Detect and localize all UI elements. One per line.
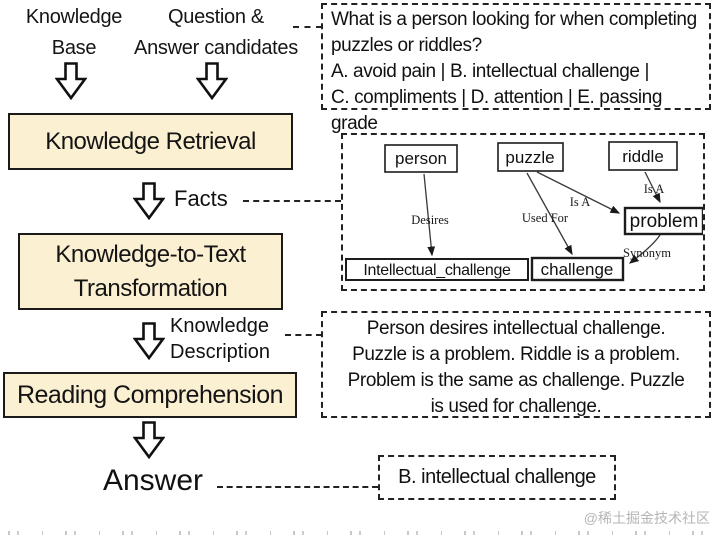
answer-label: Answer bbox=[102, 464, 204, 497]
stage-knowledge-to-text: Knowledge-to-Text Transformation bbox=[18, 233, 283, 310]
question-line: puzzles or riddles? bbox=[331, 35, 482, 56]
graph-node-puzzle: puzzle bbox=[497, 142, 564, 172]
question-box: What is a person looking for when comple… bbox=[321, 3, 711, 134]
edge-label-synonym: Synonym bbox=[623, 246, 671, 260]
knowledge-description-label: Knowledge Description bbox=[170, 313, 270, 365]
question-line: C. compliments | D. attention | E. passi… bbox=[331, 87, 662, 134]
graph-node-person: person bbox=[384, 144, 458, 173]
down-arrow-icon bbox=[55, 62, 87, 100]
knowledge-graph-box: Desires Used For Is A Is A Synonym perso… bbox=[341, 133, 705, 291]
connector-facts bbox=[243, 200, 341, 202]
graph-node-problem: problem bbox=[623, 206, 703, 236]
cropped-caption-fragment bbox=[8, 531, 704, 535]
knowledge-description-line: Knowledge bbox=[170, 315, 269, 337]
graph-node-label: riddle bbox=[622, 147, 664, 166]
description-line: Puzzle is a problem. Riddle is a problem… bbox=[352, 344, 680, 365]
edge-label-desires: Desires bbox=[411, 213, 449, 227]
input-label-question-answer: Question & Answer candidates bbox=[128, 2, 304, 64]
knowledge-graph: Desires Used For Is A Is A Synonym perso… bbox=[345, 141, 703, 282]
down-arrow-icon bbox=[133, 322, 165, 360]
edge-label-isa-puzzle: Is A bbox=[570, 195, 591, 209]
knowledge-description-line: Description bbox=[170, 341, 271, 363]
connector-knowledge-description bbox=[285, 334, 322, 336]
answer-box: B. intellectual challenge bbox=[378, 455, 616, 500]
answer-text: B. intellectual challenge bbox=[398, 466, 596, 488]
graph-node-intellectual-challenge: Intellectual_challenge bbox=[345, 258, 529, 281]
watermark: @稀土掘金技术社区 bbox=[583, 510, 710, 526]
stage-knowledge-retrieval: Knowledge Retrieval bbox=[8, 113, 293, 170]
knowledge-description-box: Person desires intellectual challenge. P… bbox=[321, 311, 711, 418]
description-line: Person desires intellectual challenge. bbox=[366, 318, 666, 339]
graph-node-label: challenge bbox=[541, 260, 614, 279]
edge-used-for bbox=[526, 172, 573, 256]
edge-isa-riddle bbox=[644, 171, 661, 204]
edge-isa-puzzle bbox=[536, 171, 621, 214]
edge-label-isa-riddle: Is A bbox=[644, 182, 665, 196]
down-arrow-icon bbox=[133, 182, 165, 220]
stage-label: Reading Comprehension bbox=[16, 380, 284, 409]
input-label-line: Base bbox=[51, 37, 97, 59]
question-line: What is a person looking for when comple… bbox=[331, 9, 697, 30]
stage-label: Knowledge Retrieval bbox=[45, 127, 256, 155]
input-label-knowledge-base: Knowledge Base bbox=[10, 2, 138, 64]
down-arrow-icon bbox=[133, 421, 165, 459]
description-line: Problem is the same as challenge. Puzzle bbox=[347, 370, 685, 391]
input-label-line: Answer candidates bbox=[134, 37, 298, 59]
connector-question bbox=[293, 26, 322, 28]
graph-node-label: person bbox=[395, 149, 447, 168]
graph-node-label: Intellectual_challenge bbox=[363, 262, 511, 279]
description-line: is used for challenge. bbox=[430, 396, 602, 417]
question-line: A. avoid pain | B. intellectual challeng… bbox=[331, 61, 649, 82]
graph-node-label: puzzle bbox=[505, 148, 554, 167]
facts-label: Facts bbox=[174, 186, 228, 211]
graph-node-riddle: riddle bbox=[608, 141, 678, 171]
stage-label: Knowledge-to-Text bbox=[55, 240, 246, 268]
graph-node-label: problem bbox=[630, 211, 699, 232]
stage-reading-comprehension: Reading Comprehension bbox=[3, 372, 297, 418]
edge-label-used-for: Used For bbox=[522, 211, 569, 225]
input-label-line: Question & bbox=[168, 6, 264, 28]
connector-answer bbox=[217, 486, 378, 488]
edge-desires bbox=[423, 173, 436, 257]
input-label-line: Knowledge bbox=[25, 6, 123, 28]
down-arrow-icon bbox=[196, 62, 228, 100]
stage-label: Transformation bbox=[73, 274, 228, 302]
graph-node-challenge: challenge bbox=[530, 256, 625, 282]
edge-synonym bbox=[628, 234, 661, 264]
